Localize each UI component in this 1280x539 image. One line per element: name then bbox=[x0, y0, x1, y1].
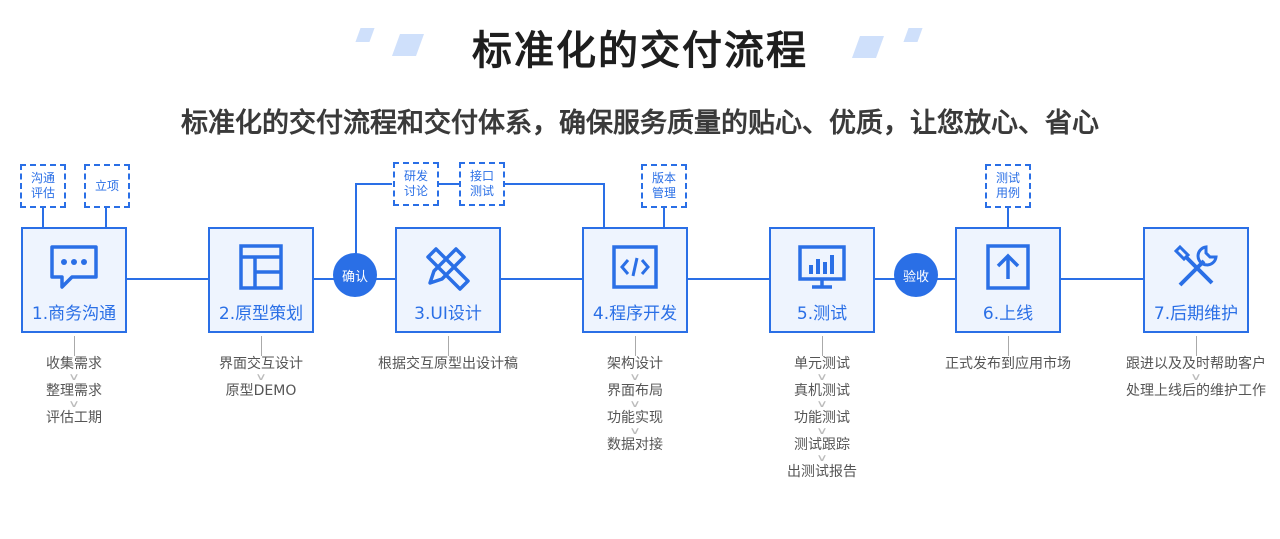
detail-item: 功能测试 bbox=[794, 410, 850, 426]
step-3-details: 根据交互原型出设计稿 bbox=[358, 336, 538, 373]
page-title: 标准化的交付流程 bbox=[472, 28, 808, 74]
tag-rd-discussion: 研发讨论 bbox=[393, 162, 439, 206]
confirm-node: 确认 bbox=[333, 253, 377, 297]
step-6-details: 正式发布到应用市场 bbox=[918, 336, 1098, 373]
detail-item: 测试跟踪 bbox=[794, 437, 850, 453]
detail-item: 出测试报告 bbox=[787, 464, 857, 480]
tag-communication-evaluation: 沟通评估 bbox=[20, 164, 66, 208]
step-6-box: 6.上线 bbox=[955, 227, 1061, 333]
layout-icon bbox=[239, 244, 283, 290]
step-2-details: 界面交互设计 ∨ 原型DEMO bbox=[171, 336, 351, 400]
detail-item: 架构设计 bbox=[607, 356, 663, 372]
step-3-label: 3.UI设计 bbox=[414, 304, 482, 324]
step-5-box: 5.测试 bbox=[769, 227, 875, 333]
step-1-box: 1.商务沟通 bbox=[21, 227, 127, 333]
step-7-label: 7.后期维护 bbox=[1153, 304, 1239, 324]
detail-item: 界面布局 bbox=[607, 383, 663, 399]
step-6-label: 6.上线 bbox=[982, 304, 1034, 324]
detail-item: 单元测试 bbox=[794, 356, 850, 372]
tag-interface-testing: 接口测试 bbox=[459, 162, 505, 206]
upload-arrow-icon bbox=[986, 244, 1030, 290]
detail-item: 数据对接 bbox=[607, 437, 663, 453]
detail-item: 功能实现 bbox=[607, 410, 663, 426]
step-5-label: 5.测试 bbox=[796, 304, 848, 324]
detail-item: 界面交互设计 bbox=[219, 356, 303, 372]
detail-item: 收集需求 bbox=[46, 356, 102, 372]
tag-version-management: 版本管理 bbox=[641, 164, 687, 208]
step-1-details: 收集需求 ∨ 整理需求 ∨ 评估工期 bbox=[0, 336, 164, 427]
step-4-box: 4.程序开发 bbox=[582, 227, 688, 333]
detail-item: 整理需求 bbox=[46, 383, 102, 399]
detail-item: 正式发布到应用市场 bbox=[945, 356, 1071, 372]
detail-item: 跟进以及及时帮助客户 bbox=[1126, 356, 1266, 372]
step-4-label: 4.程序开发 bbox=[592, 304, 678, 324]
detail-item: 处理上线后的维护工作 bbox=[1126, 383, 1266, 399]
acceptance-node: 验收 bbox=[894, 253, 938, 297]
step-2-label: 2.原型策划 bbox=[218, 304, 304, 324]
tag-test-cases: 测试用例 bbox=[985, 164, 1031, 208]
step-4-details: 架构设计 ∨ 界面布局 ∨ 功能实现 ∨ 数据对接 bbox=[545, 336, 725, 454]
monitor-chart-icon bbox=[798, 245, 846, 289]
step-1-label: 1.商务沟通 bbox=[31, 304, 117, 324]
tag-project-setup: 立项 bbox=[84, 164, 130, 208]
pencil-ruler-icon bbox=[426, 247, 470, 291]
step-2-box: 2.原型策划 bbox=[208, 227, 314, 333]
detail-item: 真机测试 bbox=[794, 383, 850, 399]
step-5-details: 单元测试 ∨ 真机测试 ∨ 功能测试 ∨ 测试跟踪 ∨ 出测试报告 bbox=[732, 336, 912, 481]
detail-item: 根据交互原型出设计稿 bbox=[378, 356, 518, 372]
step-7-details: 跟进以及及时帮助客户 ∨ 处理上线后的维护工作 bbox=[1106, 336, 1280, 400]
detail-item: 评估工期 bbox=[46, 410, 102, 426]
tools-icon bbox=[1173, 244, 1218, 287]
page-subtitle: 标准化的交付流程和交付体系，确保服务质量的贴心、优质，让您放心、省心 bbox=[181, 108, 1099, 139]
code-icon bbox=[612, 245, 658, 289]
step-3-box: 3.UI设计 bbox=[395, 227, 501, 333]
chat-bubble-icon bbox=[50, 245, 98, 289]
detail-item: 原型DEMO bbox=[225, 383, 297, 399]
step-7-box: 7.后期维护 bbox=[1143, 227, 1249, 333]
